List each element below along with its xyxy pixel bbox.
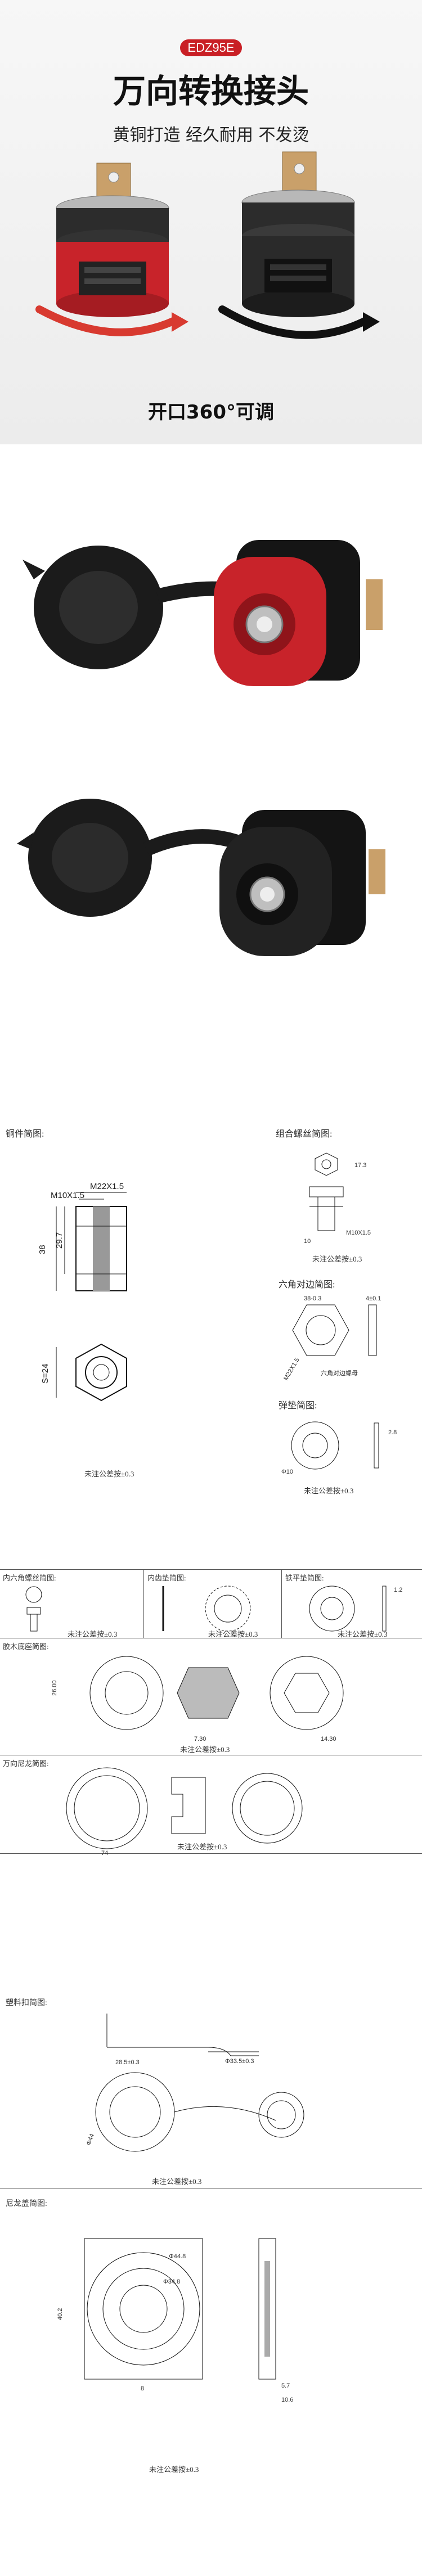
flat-washer-note: 未注公差按±0.3: [338, 1630, 388, 1638]
plastic-dim-33: Φ33.5±0.3: [225, 2058, 254, 2065]
flat-washer-drawing: 1.2: [309, 1586, 402, 1632]
nylon-dim-5-7: 5.7: [281, 2383, 290, 2389]
dim-m22: M22X1.5: [90, 1182, 124, 1191]
bolt-note: 未注公差按±0.3: [312, 1255, 362, 1263]
product-subtitle: 黄铜打造 经久耐用 不发烫: [113, 125, 309, 145]
plastic-cover-note: 未注公差按±0.3: [152, 2177, 202, 2186]
nylon-dim-44-8: Φ44.8: [169, 2253, 186, 2260]
drawing-sheet-1: 铜件简图: 组合螺丝简图: M22X1.5 M10X1.5 38 29.7 S=…: [0, 1114, 422, 1569]
nylon-dim-10-6: 10.6: [281, 2397, 293, 2403]
inner-tooth-washer-drawing: [162, 1586, 251, 1632]
drawing-sheet-2: 内六角螺丝简图: 内齿垫简图: 铁平垫简图: 未注公差按±0.3 未注公差按±0…: [0, 1569, 422, 1856]
universal-nylon-label: 万向尼龙简图:: [3, 1759, 49, 1768]
hero-section: EDZ95E 万向转换接头 黄铜打造 经久耐用 不发烫: [0, 0, 422, 444]
red-connector-image: [56, 163, 169, 317]
bolt-dim-10: 10: [304, 1238, 311, 1245]
rubber-base-note: 未注公差按±0.3: [180, 1745, 230, 1754]
spring-washer-drawing: 2.8 Φ10: [281, 1421, 397, 1475]
hexnut-drawing: 38-0.3 4±0.1 M22X1.5 六角对边螺母: [282, 1295, 381, 1382]
hexnut-drawing-label: 六角对边简图:: [279, 1280, 335, 1290]
spring-dim-phi10: Φ10: [281, 1469, 293, 1475]
inner-tooth-label: 内齿垫简图:: [147, 1574, 186, 1582]
hexnut-dim-4: 4±0.1: [366, 1295, 381, 1302]
inner-hex-note: 未注公差按±0.3: [68, 1630, 118, 1638]
spring-note: 未注公差按±0.3: [304, 1487, 354, 1495]
nylon-cover-label: 尼龙盖简图:: [6, 2200, 47, 2208]
inner-hex-label: 内六角螺丝简图:: [3, 1574, 56, 1582]
drawing-sheet-3: 塑料扣简图: 28.5±0.3 Φ33.5±0.3 Φ44 未注公差按±0.3 …: [0, 1856, 422, 2576]
bolt-drawing-label: 组合螺丝简图:: [276, 1129, 333, 1139]
universal-nylon-dim: 74: [101, 1850, 108, 1856]
hexnut-dim-m22: M22X1.5: [282, 1357, 300, 1381]
plastic-cover-drawing: 28.5±0.3 Φ33.5±0.3 Φ44: [86, 2014, 304, 2152]
nylon-cover-note: 未注公差按±0.3: [149, 2465, 199, 2474]
flat-washer-label: 铁平垫简图:: [285, 1574, 324, 1582]
nylon-cover-drawing: Φ44.8 Φ34.8 40.2 10.6 5.7 8: [57, 2238, 293, 2403]
product-title: 万向转换接头: [113, 72, 309, 110]
universal-nylon-drawing: 74: [66, 1767, 303, 1856]
spring-dim-2-8: 2.8: [388, 1429, 397, 1436]
bolt-dim-17-3: 17.3: [354, 1162, 366, 1169]
model-badge: EDZ95E: [180, 39, 242, 56]
plastic-dim-44: Φ44: [86, 2133, 96, 2146]
copper-note: 未注公差按±0.3: [84, 1470, 134, 1478]
inner-hex-screw-drawing: [25, 1586, 42, 1632]
flat-washer-dim: 1.2: [394, 1587, 402, 1593]
copper-drawing-label: 铜件简图:: [6, 1129, 44, 1139]
dim-38: 38: [38, 1245, 47, 1254]
photo-black-connector: [0, 782, 422, 1114]
rubber-dim-7-3: 7.30: [194, 1736, 206, 1742]
rubber-dim-26: 26.00: [51, 1680, 58, 1696]
bolt-dim-m10: M10X1.5: [346, 1230, 371, 1236]
dim-29-7: 29.7: [55, 1232, 64, 1249]
rubber-base-drawing: 26.00 14.30 7.30: [51, 1656, 344, 1742]
nylon-dim-8: 8: [141, 2385, 144, 2392]
hexnut-dim-38: 38-0.3: [304, 1295, 321, 1302]
inner-tooth-note: 未注公差按±0.3: [208, 1630, 258, 1638]
bolt-drawing: 17.3 M10X1.5 10: [304, 1152, 371, 1245]
rubber-base-label: 胶木底座简图:: [3, 1642, 49, 1651]
spring-drawing-label: 弹垫简图:: [279, 1401, 317, 1411]
rotate-caption: 开口360°可调: [148, 401, 274, 424]
rubber-dim-14-3: 14.30: [321, 1736, 336, 1742]
copper-part-drawing: M22X1.5 M10X1.5 38 29.7 S=24: [38, 1182, 127, 1402]
nylon-dim-40-2: 40.2: [57, 2308, 64, 2320]
plastic-cover-label: 塑料扣简图:: [6, 1999, 47, 2007]
dim-m10: M10X1.5: [51, 1191, 84, 1200]
plastic-dim-28: 28.5±0.3: [115, 2059, 140, 2066]
dim-s24: S=24: [41, 1364, 50, 1384]
black-connector-image: [241, 151, 355, 317]
nylon-dim-34-8: Φ34.8: [163, 2278, 180, 2285]
photo-red-connector: [0, 444, 422, 782]
hero-connectors-illustration: [35, 151, 380, 339]
universal-nylon-note: 未注公差按±0.3: [177, 1843, 227, 1851]
hexnut-inner-label: 六角对边螺母: [321, 1369, 358, 1377]
